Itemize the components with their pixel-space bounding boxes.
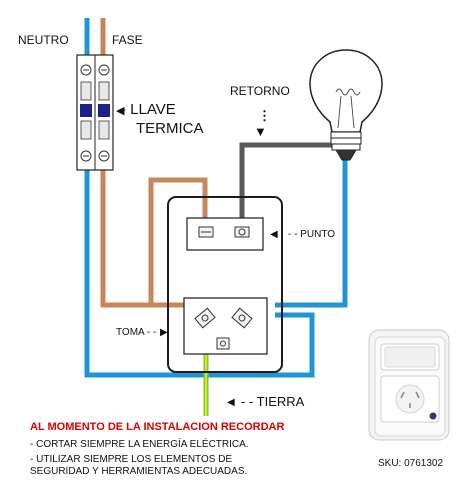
llave-label: - LLAVE: [121, 101, 176, 118]
retorno-arrow: ⋮: [258, 108, 271, 123]
switch-socket-product-icon: [368, 329, 450, 441]
neutro-label: NEUTRO: [18, 33, 69, 47]
punto-arrow-icon: ◀: [270, 229, 278, 240]
breaker-icon: [76, 54, 114, 171]
switch-socket-box: [167, 196, 283, 373]
fase-label: FASE: [112, 33, 143, 47]
sku-label: SKU: 0761302: [378, 458, 444, 469]
neutral-wire: [84, 18, 315, 378]
neutral-wire-to-bulb: [275, 158, 348, 308]
toma-arrow-icon: ▶: [160, 327, 168, 338]
termica-label: TERMICA: [136, 120, 204, 137]
warning-item: - UTILIZAR SIEMPRE LOS ELEMENTOS DE SEGU…: [30, 454, 248, 477]
punto-label: - - PUNTO: [288, 229, 335, 240]
toma-label: TOMA - -: [116, 327, 156, 338]
tierra-label: - - TIERRA: [241, 394, 305, 409]
warning-title: AL MOMENTO DE LA INSTALACION RECORDAR: [30, 421, 285, 433]
phase-wire-to-switch: [148, 177, 208, 305]
breaker-arrow-icon: ◀: [116, 105, 125, 117]
tierra-arrow-icon: ◀: [227, 397, 235, 408]
switch-module: [186, 217, 264, 251]
warning-list: - CORTAR SIEMPRE LA ENERGÍA ELÉCTRICA. -…: [30, 439, 280, 481]
return-wire: [239, 142, 333, 230]
retorno-arrowhead: ▼: [254, 124, 267, 139]
retorno-label: RETORNO: [230, 84, 290, 98]
light-bulb-icon: [309, 49, 383, 161]
warning-item: - CORTAR SIEMPRE LA ENERGÍA ELÉCTRICA.: [30, 439, 249, 450]
